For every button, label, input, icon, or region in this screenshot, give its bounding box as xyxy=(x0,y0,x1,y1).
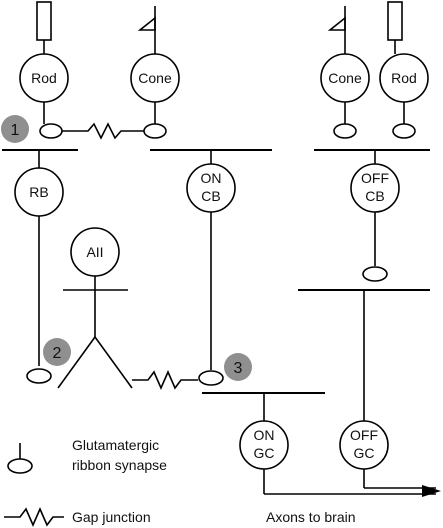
axon-arrow-head xyxy=(422,485,441,497)
cone-left-label: Cone xyxy=(138,70,172,86)
legend-synapse-label-line1: Glutamatergic xyxy=(72,437,159,453)
rod-left-ribbon-synapse xyxy=(39,123,63,139)
on-cb-ribbon-synapse xyxy=(198,370,224,386)
legend-synapse: Glutamatergic ribbon synapse xyxy=(7,437,167,474)
off-cone-bipolar-cell: OFF CB xyxy=(350,150,400,282)
on-gc-label-line2: GC xyxy=(254,445,275,461)
axons-to-brain-label: Axons to brain xyxy=(266,509,356,525)
rb-label: RB xyxy=(29,184,48,200)
legend-synapse-icon xyxy=(7,458,33,474)
off-gc-label-line2: GC xyxy=(354,445,375,461)
marker-2: 2 xyxy=(43,338,71,366)
rod-cone-gap-junction xyxy=(62,122,144,140)
cone-right: Cone xyxy=(320,6,370,139)
cone-left: Cone xyxy=(130,6,180,139)
legend-gap-junction: Gap junction xyxy=(4,507,151,527)
rod-right: Rod xyxy=(379,1,429,139)
rod-right-label: Rod xyxy=(391,70,417,86)
off-cb-ribbon-synapse xyxy=(362,266,388,282)
legend-gap-junction-icon xyxy=(4,507,64,527)
cone-right-ribbon-synapse xyxy=(333,123,357,139)
off-cb-label-line2: CB xyxy=(365,188,384,204)
on-gc-label-line1: ON xyxy=(254,427,275,443)
off-ganglion-cell: OFF GC xyxy=(339,290,436,489)
aii-amacrine-cell: AII xyxy=(57,227,133,389)
off-gc-label-line1: OFF xyxy=(350,427,378,443)
svg-text:3: 3 xyxy=(234,360,243,377)
legend-gap-junction-label: Gap junction xyxy=(72,509,151,525)
svg-text:1: 1 xyxy=(11,122,20,139)
marker-1: 1 xyxy=(1,115,29,143)
legend-synapse-label-line2: ribbon synapse xyxy=(72,457,167,473)
rod-bipolar-cell: RB xyxy=(14,150,64,384)
aii-label: AII xyxy=(86,244,103,260)
cone-right-label: Cone xyxy=(328,70,362,86)
on-cb-label-line1: ON xyxy=(201,170,222,186)
cone-left-ribbon-synapse xyxy=(143,123,167,139)
rod-right-ribbon-synapse xyxy=(392,123,416,139)
marker-3: 3 xyxy=(224,353,252,381)
rod-left-label: Rod xyxy=(31,70,57,86)
aii-on-cb-gap-junction xyxy=(132,370,198,390)
rod-left: Rod xyxy=(19,1,69,139)
off-cb-label-line1: OFF xyxy=(361,170,389,186)
on-ganglion-cell: ON GC xyxy=(239,393,436,495)
svg-text:2: 2 xyxy=(53,345,62,362)
on-cb-label-line2: CB xyxy=(201,188,220,204)
on-cone-bipolar-cell: ON CB xyxy=(186,150,236,386)
rb-ribbon-synapse xyxy=(26,368,52,384)
